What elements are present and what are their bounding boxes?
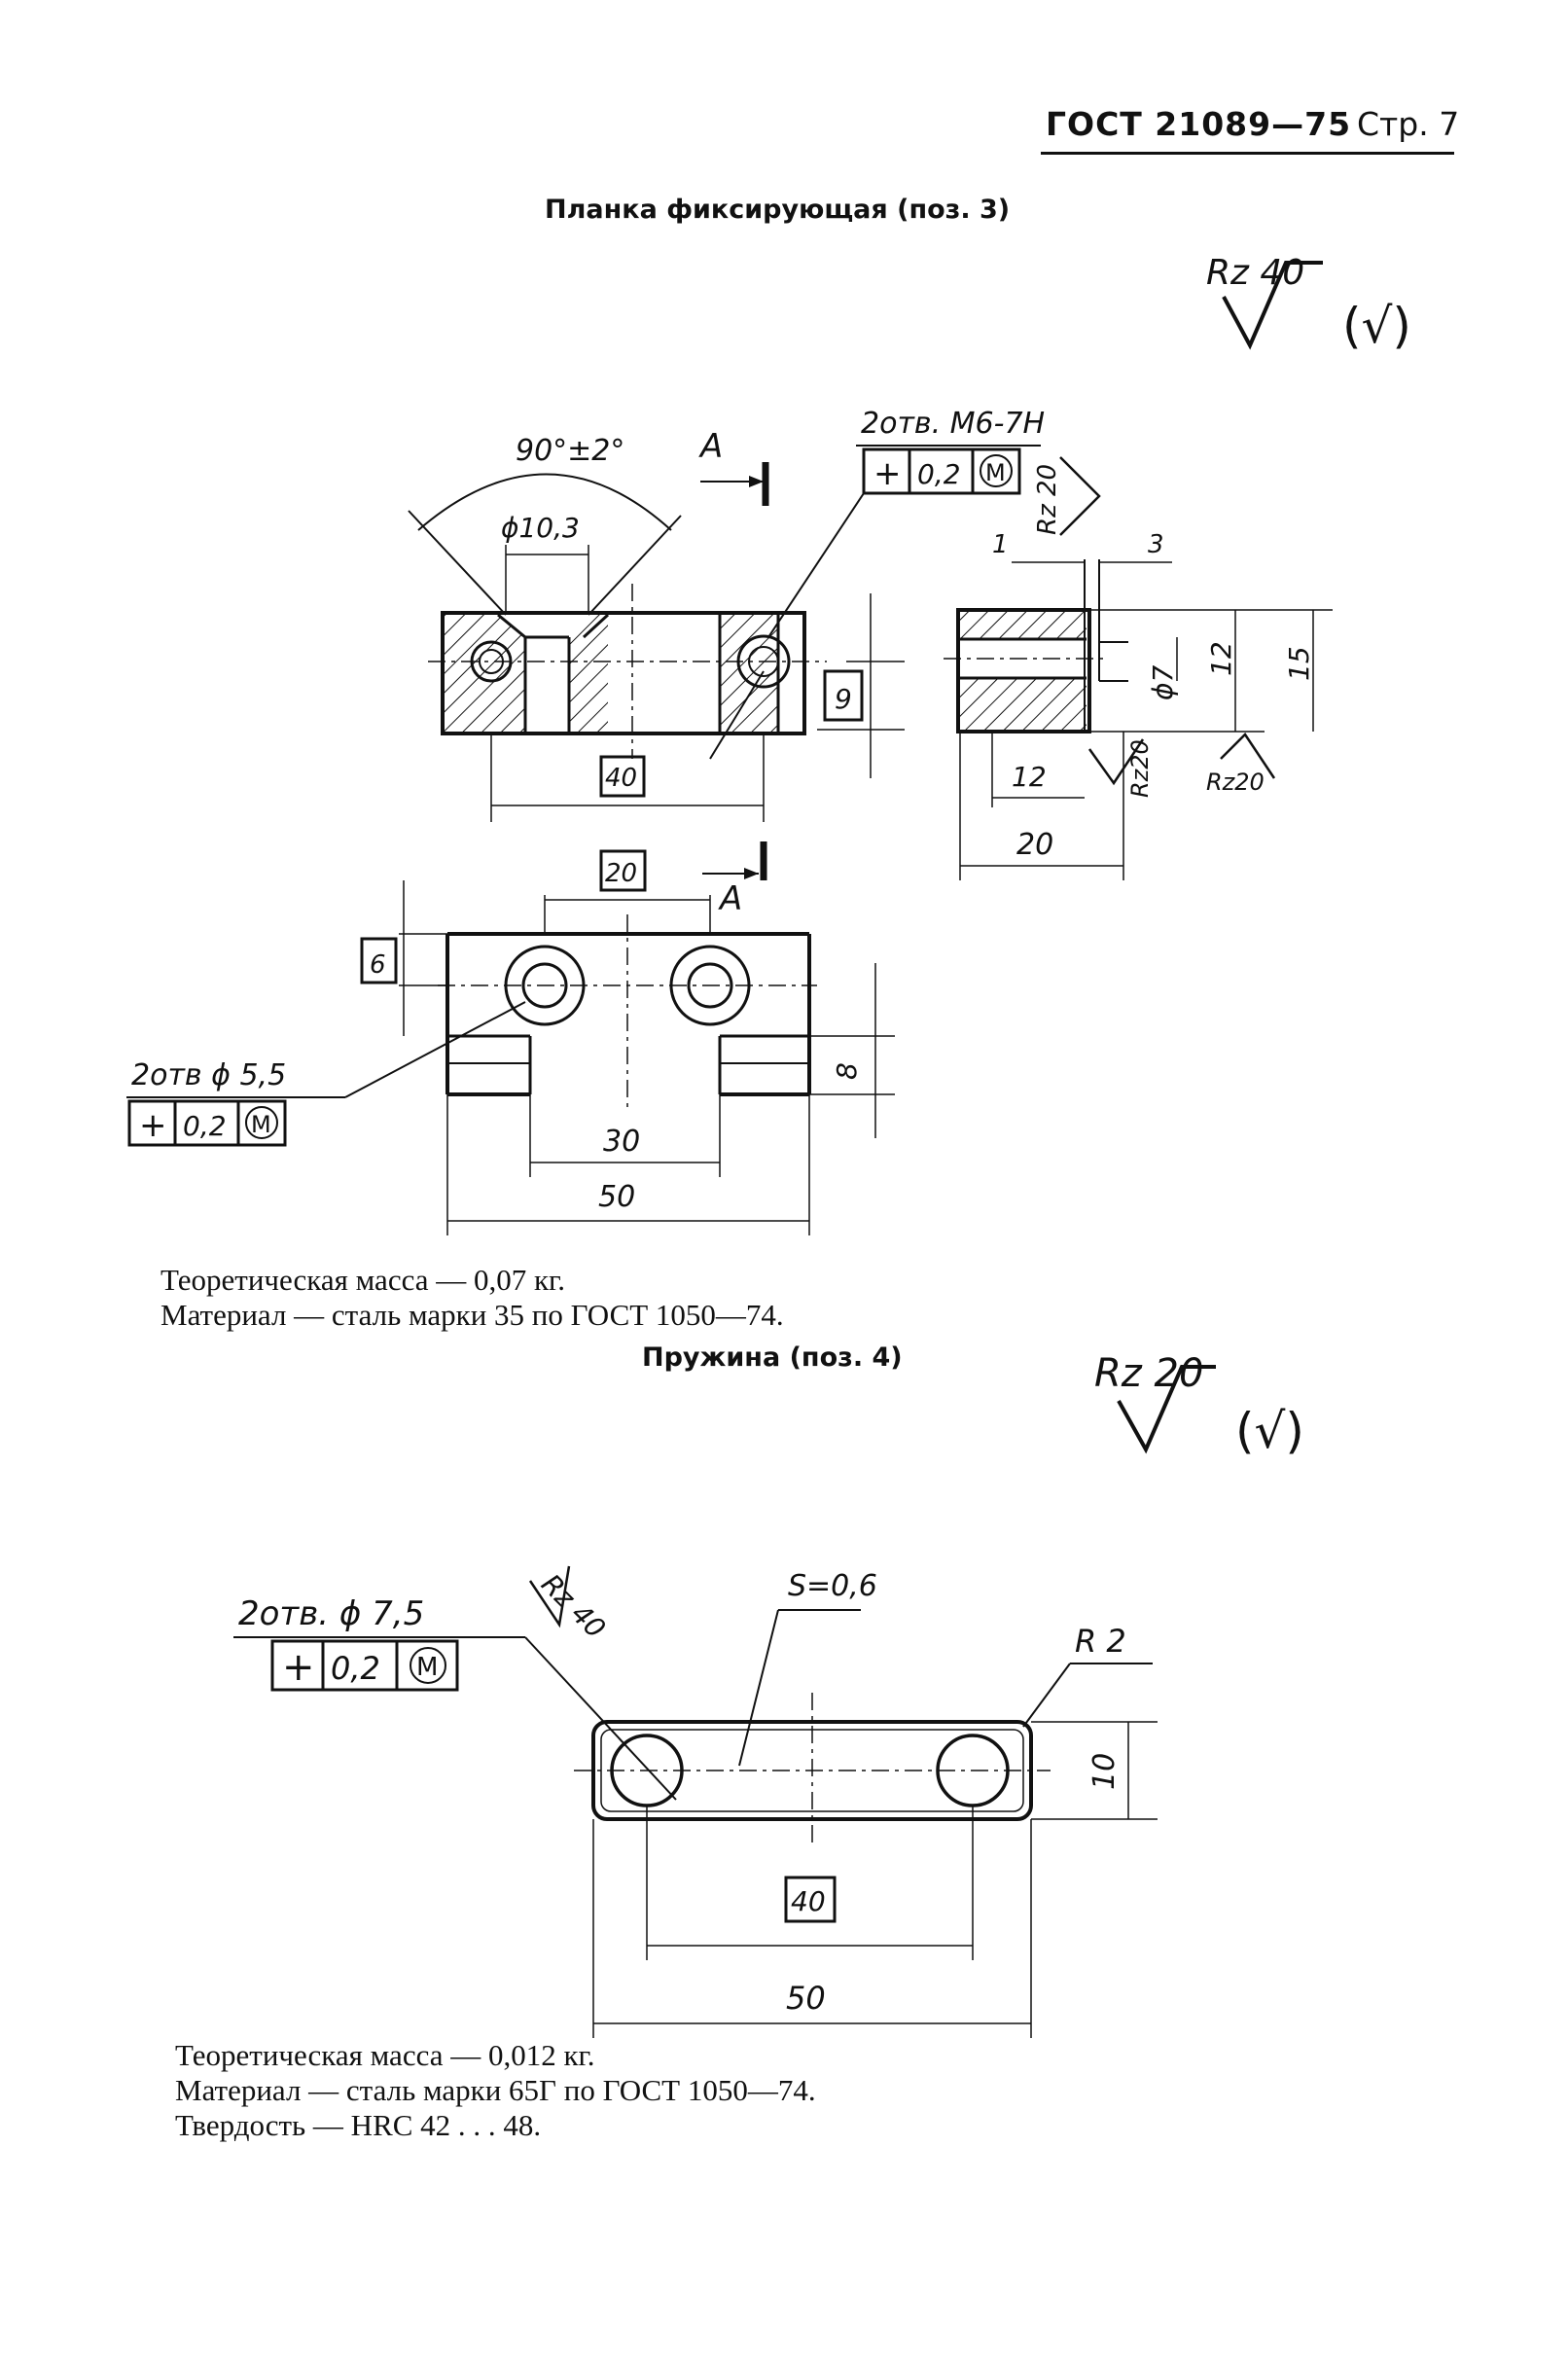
part3-dim-40: 40 [605,764,637,793]
part4-roughness-label: Rz 20 [1094,1351,1203,1396]
part3-dim-1: 1 [992,530,1009,559]
part3-plain-holes: 2отв ϕ 5,5 [131,1058,286,1092]
part3-roughness-label: Rz 40 [1206,253,1304,293]
part3-tol-mod-2: M [251,1111,271,1138]
part4-notes: Теоретическая масса — 0,012 кг. Материал… [175,2038,816,2143]
part4-holes: 2отв. ϕ 7,5 [238,1594,424,1633]
standard-number: ГОСТ 21089—75 [1046,105,1352,143]
part3-dim-15: 15 [1283,646,1315,681]
part3-drawing: 90°±2° A ϕ10,3 2отв. М6-7Н + 0,2 M Rz 20… [126,407,1333,1235]
part3-note-material: Материал — сталь марки 35 по ГОСТ 1050—7… [160,1298,784,1332]
part4-tol-symbol: + [282,1645,315,1690]
part3-tol-symbol: + [873,454,902,493]
part4-dim-10: 10 [1087,1753,1122,1790]
part3-roughness-symbol: Rz 40 (√) [1206,253,1411,354]
part3-angle-dim: 90°±2° [516,434,624,468]
part4-dim-40: 40 [791,1885,826,1917]
part3-section-a-top: A [698,427,723,466]
part3-tol-symbol-2: + [139,1106,167,1145]
part3-rz20-b: Rz20 [1206,769,1265,796]
part3-thread-holes: 2отв. М6-7Н [861,407,1045,441]
part4-note-hardness: Твердость — HRC 42 . . . 48. [175,2108,542,2142]
part4-dim-50: 50 [786,1980,826,2017]
part3-roughness-paren: (√) [1342,298,1411,354]
part3-tol-value: 0,2 [917,458,961,490]
part3-tol-mod: M [985,459,1006,486]
part4-note-mass: Теоретическая масса — 0,012 кг. [175,2038,595,2072]
part3-dim-9: 9 [835,683,852,715]
part3-notes: Теоретическая масса — 0,07 кг. Материал … [160,1263,784,1333]
part3-rz20-side: Rz 20 [1033,464,1062,535]
part3-dim-3: 3 [1148,530,1164,559]
header-rule [1041,152,1454,155]
part3-note-mass: Теоретическая масса — 0,07 кг. [160,1263,566,1297]
part3-rz20-a: Rz20 [1126,739,1154,798]
part3-dim-30: 30 [603,1125,640,1159]
part3-section-a-bottom: A [718,879,742,918]
part3-counterbore-dim: ϕ10,3 [501,512,580,544]
part4-note-material: Материал — сталь марки 65Г по ГОСТ 1050—… [175,2073,816,2107]
part4-roughness-paren: (√) [1235,1403,1304,1459]
part3-dim-6: 6 [370,950,386,980]
part3-dim-d7: ϕ7 [1147,665,1179,700]
part4-thickness: S=0,6 [788,1569,877,1603]
page-number: Стр. 7 [1357,105,1460,143]
part3-dim-8: 8 [831,1062,863,1080]
part3-dim-50: 50 [598,1180,635,1214]
part3-tol-value-2: 0,2 [183,1110,227,1142]
part4-title: Пружина (поз. 4) [642,1342,903,1373]
part3-dim-12v: 12 [1205,641,1237,676]
part3-dim-20h: 20 [1016,828,1053,862]
part4-roughness-symbol: Rz 20 (√) [1094,1351,1304,1459]
part3-dim-20-top: 20 [605,859,637,888]
part3-dim-12h: 12 [1012,761,1047,793]
part4-radius: R 2 [1075,1623,1126,1660]
part4-tol-mod: M [416,1653,438,1682]
part4-tol-value: 0,2 [331,1650,380,1687]
part4-drawing: 2отв. ϕ 7,5 + 0,2 M Rz 40 S=0,6 R 2 10 4… [233,1565,1158,2038]
part3-title: Планка фиксирующая (поз. 3) [545,195,1011,225]
